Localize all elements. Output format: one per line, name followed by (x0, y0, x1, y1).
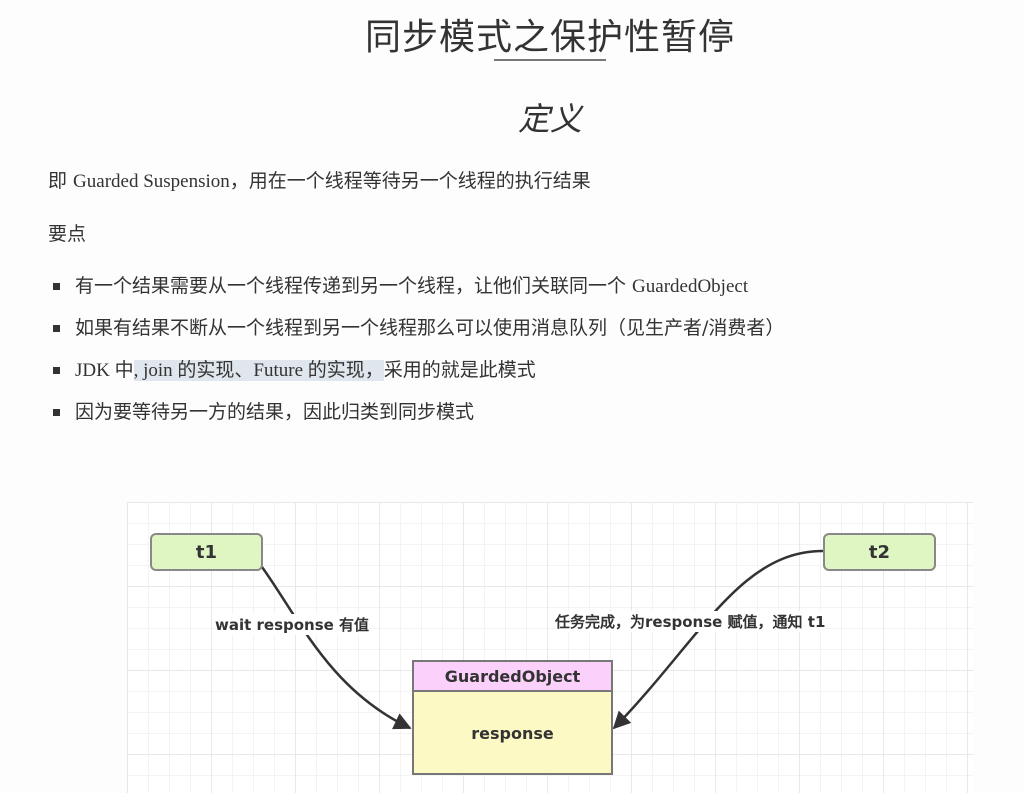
thread-t2-label: t2 (868, 541, 891, 563)
page-title: 同步模式之保护性暂停 (364, 17, 735, 58)
bullet-text: 有一个结果需要从一个线程传递到另一个线程，让他们关联同一个 (75, 275, 633, 297)
guarded-object-class-box[interactable]: GuardedObject response (412, 660, 613, 775)
thread-t1-node[interactable]: t1 (150, 533, 263, 571)
list-item: 有一个结果需要从一个线程传递到另一个线程，让他们关联同一个 GuardedObj… (48, 272, 784, 314)
bullet-prefix: JDK 中 (75, 360, 134, 381)
list-item: 如果有结果不断从一个线程到另一个线程那么可以使用消息队列（见生产者/消费者） (48, 314, 784, 356)
thread-t1-label: t1 (195, 541, 218, 563)
bullet-icon (53, 283, 60, 290)
bullet-icon (53, 409, 60, 416)
edge-label-t1: wait response 有值 (215, 614, 370, 635)
intro-rest: ，用在一个线程等待另一个线程的执行结果 (229, 170, 591, 192)
title-underline (494, 59, 606, 61)
edge-label-t2: 任务完成，为response 赋值，通知 t1 (555, 611, 826, 632)
intro-prefix: 即 (48, 170, 74, 192)
list-item: 因为要等待另一方的结果，因此归类到同步模式 (48, 398, 784, 440)
guarded-object-header: GuardedObject (414, 662, 611, 692)
thread-t2-node[interactable]: t2 (823, 533, 936, 571)
bullet-term: GuardedObject (632, 276, 749, 297)
bullet-icon (53, 325, 60, 332)
selected-text-highlight[interactable]: , join 的实现、Future 的实现， (133, 360, 384, 381)
bullet-icon (53, 367, 60, 374)
bullet-text: 如果有结果不断从一个线程到另一个线程那么可以使用消息队列（见生产者/消费者） (75, 317, 785, 339)
bullet-text: 因为要等待另一方的结果，因此归类到同步模式 (75, 401, 475, 423)
bullet-suffix: 采用的就是此模式 (383, 359, 536, 381)
section-heading: 定义 (517, 100, 582, 138)
definition-paragraph: 即 Guarded Suspension，用在一个线程等待另一个线程的执行结果 (48, 166, 591, 193)
key-points-label: 要点 (48, 223, 87, 245)
guarded-object-field: response (471, 724, 554, 743)
intro-term: Guarded Suspension (73, 171, 230, 192)
key-points-list: 有一个结果需要从一个线程传递到另一个线程，让他们关联同一个 GuardedObj… (48, 272, 784, 440)
list-item: JDK 中, join 的实现、Future 的实现，采用的就是此模式 (48, 356, 784, 398)
